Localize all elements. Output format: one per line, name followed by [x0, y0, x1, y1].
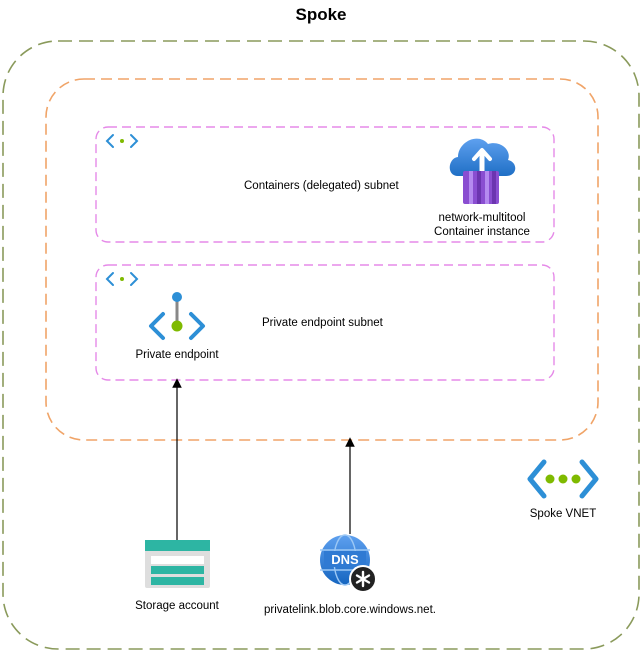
spoke-title: Spoke — [295, 5, 347, 24]
subnet-icon — [105, 134, 139, 148]
vnet-icon — [527, 459, 599, 499]
private-endpoint-label: Private endpoint — [135, 349, 219, 361]
storage-account-label: Storage account — [135, 600, 219, 612]
private-endpoint-subnet-label: Private endpoint subnet — [262, 317, 383, 329]
dns-zone-label: privatelink.blob.core.windows.net. — [264, 604, 436, 616]
container-instance-type: Container instance — [434, 226, 530, 238]
container-instance-label: network-multitool Container instance — [412, 211, 552, 239]
dns-zone-icon: DNS — [320, 534, 377, 593]
dns-icon-text: DNS — [331, 552, 359, 567]
containers-subnet-box — [95, 126, 555, 243]
container-instance-name: network-multitool — [438, 212, 526, 224]
containers-subnet-label: Containers (delegated) subnet — [244, 180, 399, 192]
subnet-icon — [105, 272, 139, 286]
vnet-boundary — [45, 78, 599, 441]
spoke-boundary — [2, 40, 640, 650]
private-endpoint-subnet-box — [95, 264, 555, 381]
spoke-vnet-label: Spoke VNET — [529, 508, 597, 520]
storage-account-icon — [145, 540, 210, 588]
private-endpoint-icon — [149, 292, 205, 340]
container-instance-icon — [449, 138, 516, 204]
